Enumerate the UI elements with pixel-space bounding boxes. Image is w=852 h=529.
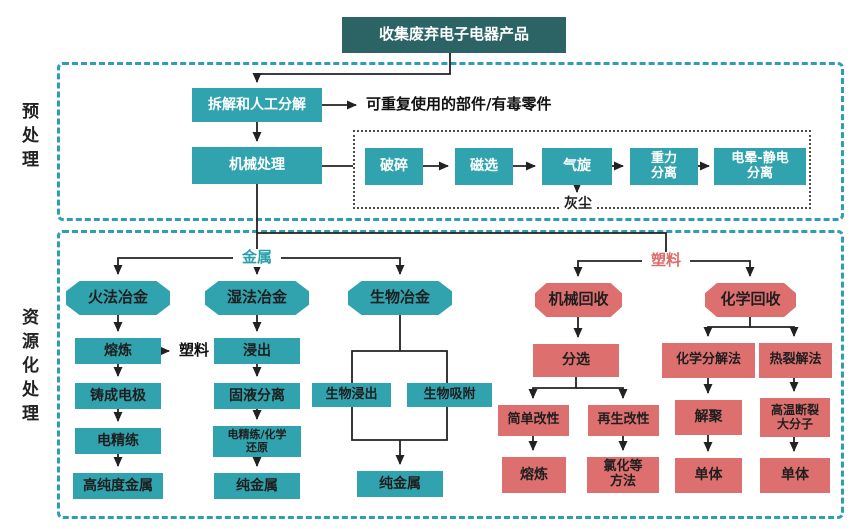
metal-branch-label: 金属 [233, 249, 281, 267]
monomer-node-2: 单体 [760, 458, 830, 493]
mechanical-recycling-node: 机械回收 [535, 283, 622, 317]
cyclone-node: 气旋 [542, 148, 612, 185]
solid-liquid-separation-node: 固液分离 [214, 383, 300, 409]
pyrolysis-node: 热裂解法 [759, 343, 832, 378]
electrorefining-node: 电精练 [75, 428, 161, 454]
electrorefining-chemical-reduction-node: 电精练/化学 还原 [213, 426, 301, 457]
gravity-separation-node: 重力 分离 [630, 148, 698, 185]
resource-label: 资源化处理 [18, 308, 38, 428]
mechanical-processing-node: 机械处理 [192, 147, 322, 184]
pure-metal-node-2: 纯金属 [357, 471, 443, 497]
crushing-node: 破碎 [365, 148, 423, 185]
chemical-recycling-node: 化学回收 [705, 283, 796, 317]
smelting-node-2: 熔炼 [502, 457, 566, 493]
reusable-parts-label: 可重复使用的部件/有毒零件 [366, 95, 552, 114]
high-temp-breaking-node: 高温断裂 大分子 [760, 398, 830, 437]
bioleaching-node: 生物浸出 [312, 383, 391, 407]
magnetic-separation-node: 磁选 [455, 148, 513, 185]
monomer-node-1: 单体 [675, 458, 742, 493]
plastic-branch-label: 塑料 [642, 252, 690, 270]
depolymerization-node: 解聚 [675, 400, 742, 435]
pyrometallurgy-node: 火法冶金 [66, 281, 170, 315]
regeneration-modification-node: 再生改性 [588, 405, 659, 436]
chemical-decomposition-node: 化学分解法 [662, 343, 755, 378]
smelting-node: 熔炼 [75, 338, 161, 364]
hydrometallurgy-node: 湿法冶金 [205, 281, 309, 315]
collect-ewaste-node: 收集废弃电子电器产品 [342, 17, 566, 53]
dismantle-node: 拆解和人工分解 [192, 88, 322, 122]
cast-electrode-node: 铸成电极 [75, 383, 161, 409]
biosorption-node: 生物吸附 [407, 383, 492, 407]
simple-modification-node: 简单改性 [498, 405, 569, 436]
leaching-node: 浸出 [214, 338, 300, 364]
dust-label: 灰尘 [559, 195, 597, 213]
chlorination-methods-node: 氯化等 方法 [587, 457, 659, 493]
high-purity-metal-node: 高纯度金属 [73, 473, 163, 499]
corona-electrostatic-node: 电晕-静电 分离 [714, 148, 806, 185]
sorting-node: 分选 [533, 344, 619, 377]
pretreatment-label: 预处理 [18, 102, 38, 174]
biometallurgy-node: 生物冶金 [348, 281, 452, 315]
plastic-byproduct-label: 塑料 [178, 341, 209, 360]
pure-metal-node-1: 纯金属 [214, 473, 300, 499]
resource-region [57, 230, 844, 519]
